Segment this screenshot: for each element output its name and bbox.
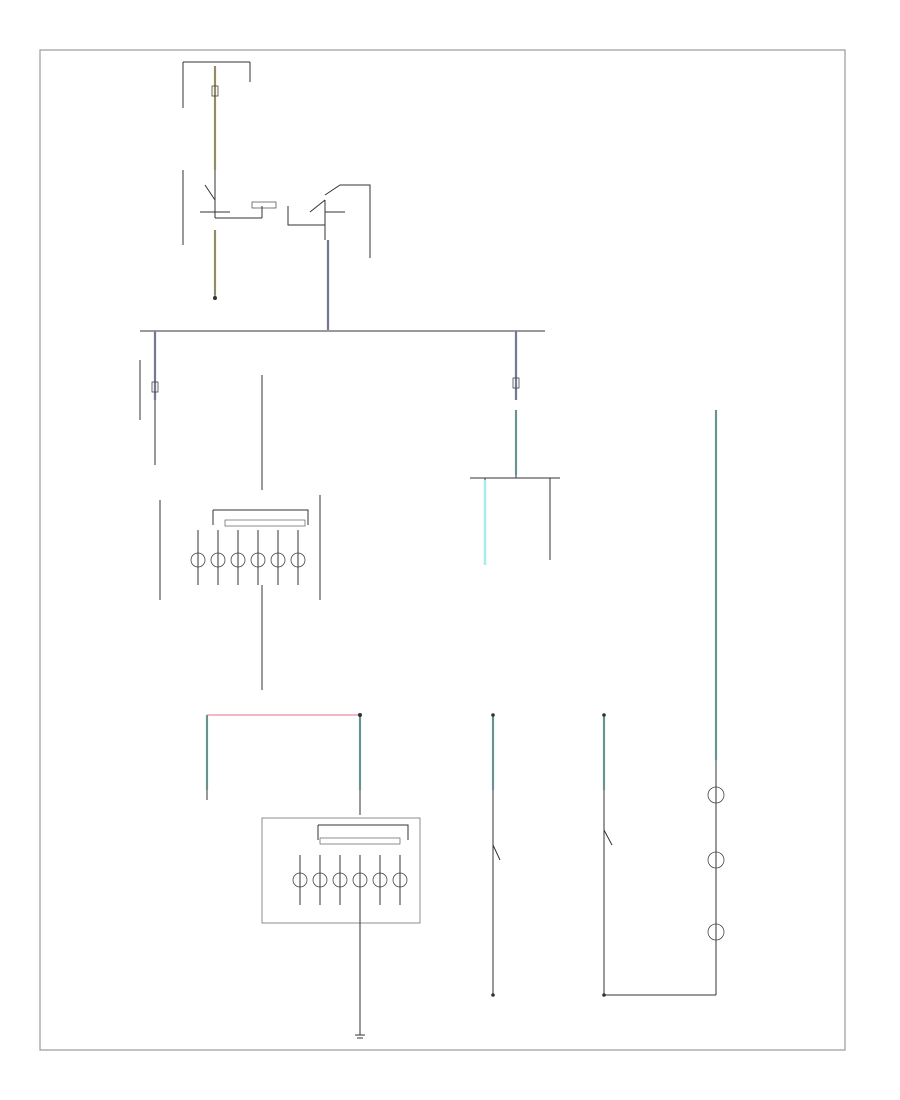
splice-icon xyxy=(491,993,495,997)
splice-icon xyxy=(213,296,217,300)
bulb-icon xyxy=(707,786,725,804)
splice-icon xyxy=(358,713,362,717)
right-branch xyxy=(707,410,725,995)
splice-icon xyxy=(491,713,495,717)
middle-branch xyxy=(470,331,560,565)
connector-icon xyxy=(224,519,306,527)
switch-icon xyxy=(200,184,230,213)
switch-icon xyxy=(309,199,345,213)
switch-icon xyxy=(492,844,501,861)
connector-icon xyxy=(251,201,277,209)
splice-icon xyxy=(602,713,606,717)
diagram-border xyxy=(39,49,846,1051)
fuse-icon xyxy=(211,85,219,97)
bulb-icon xyxy=(707,851,725,869)
ground-icon xyxy=(355,1034,365,1039)
splice-icon xyxy=(602,993,606,997)
left-branch xyxy=(139,331,321,690)
bulb-icon xyxy=(707,923,725,941)
lower-section xyxy=(205,713,716,1039)
fuse-icon xyxy=(151,381,159,393)
connector-icon xyxy=(319,837,401,845)
bulb-row-1 xyxy=(190,530,306,585)
switch-icon xyxy=(603,829,613,846)
top-feed-section xyxy=(182,61,371,330)
cluster-box xyxy=(261,817,421,924)
fuse-icon xyxy=(512,377,520,389)
bulb-row-2 xyxy=(292,855,408,905)
